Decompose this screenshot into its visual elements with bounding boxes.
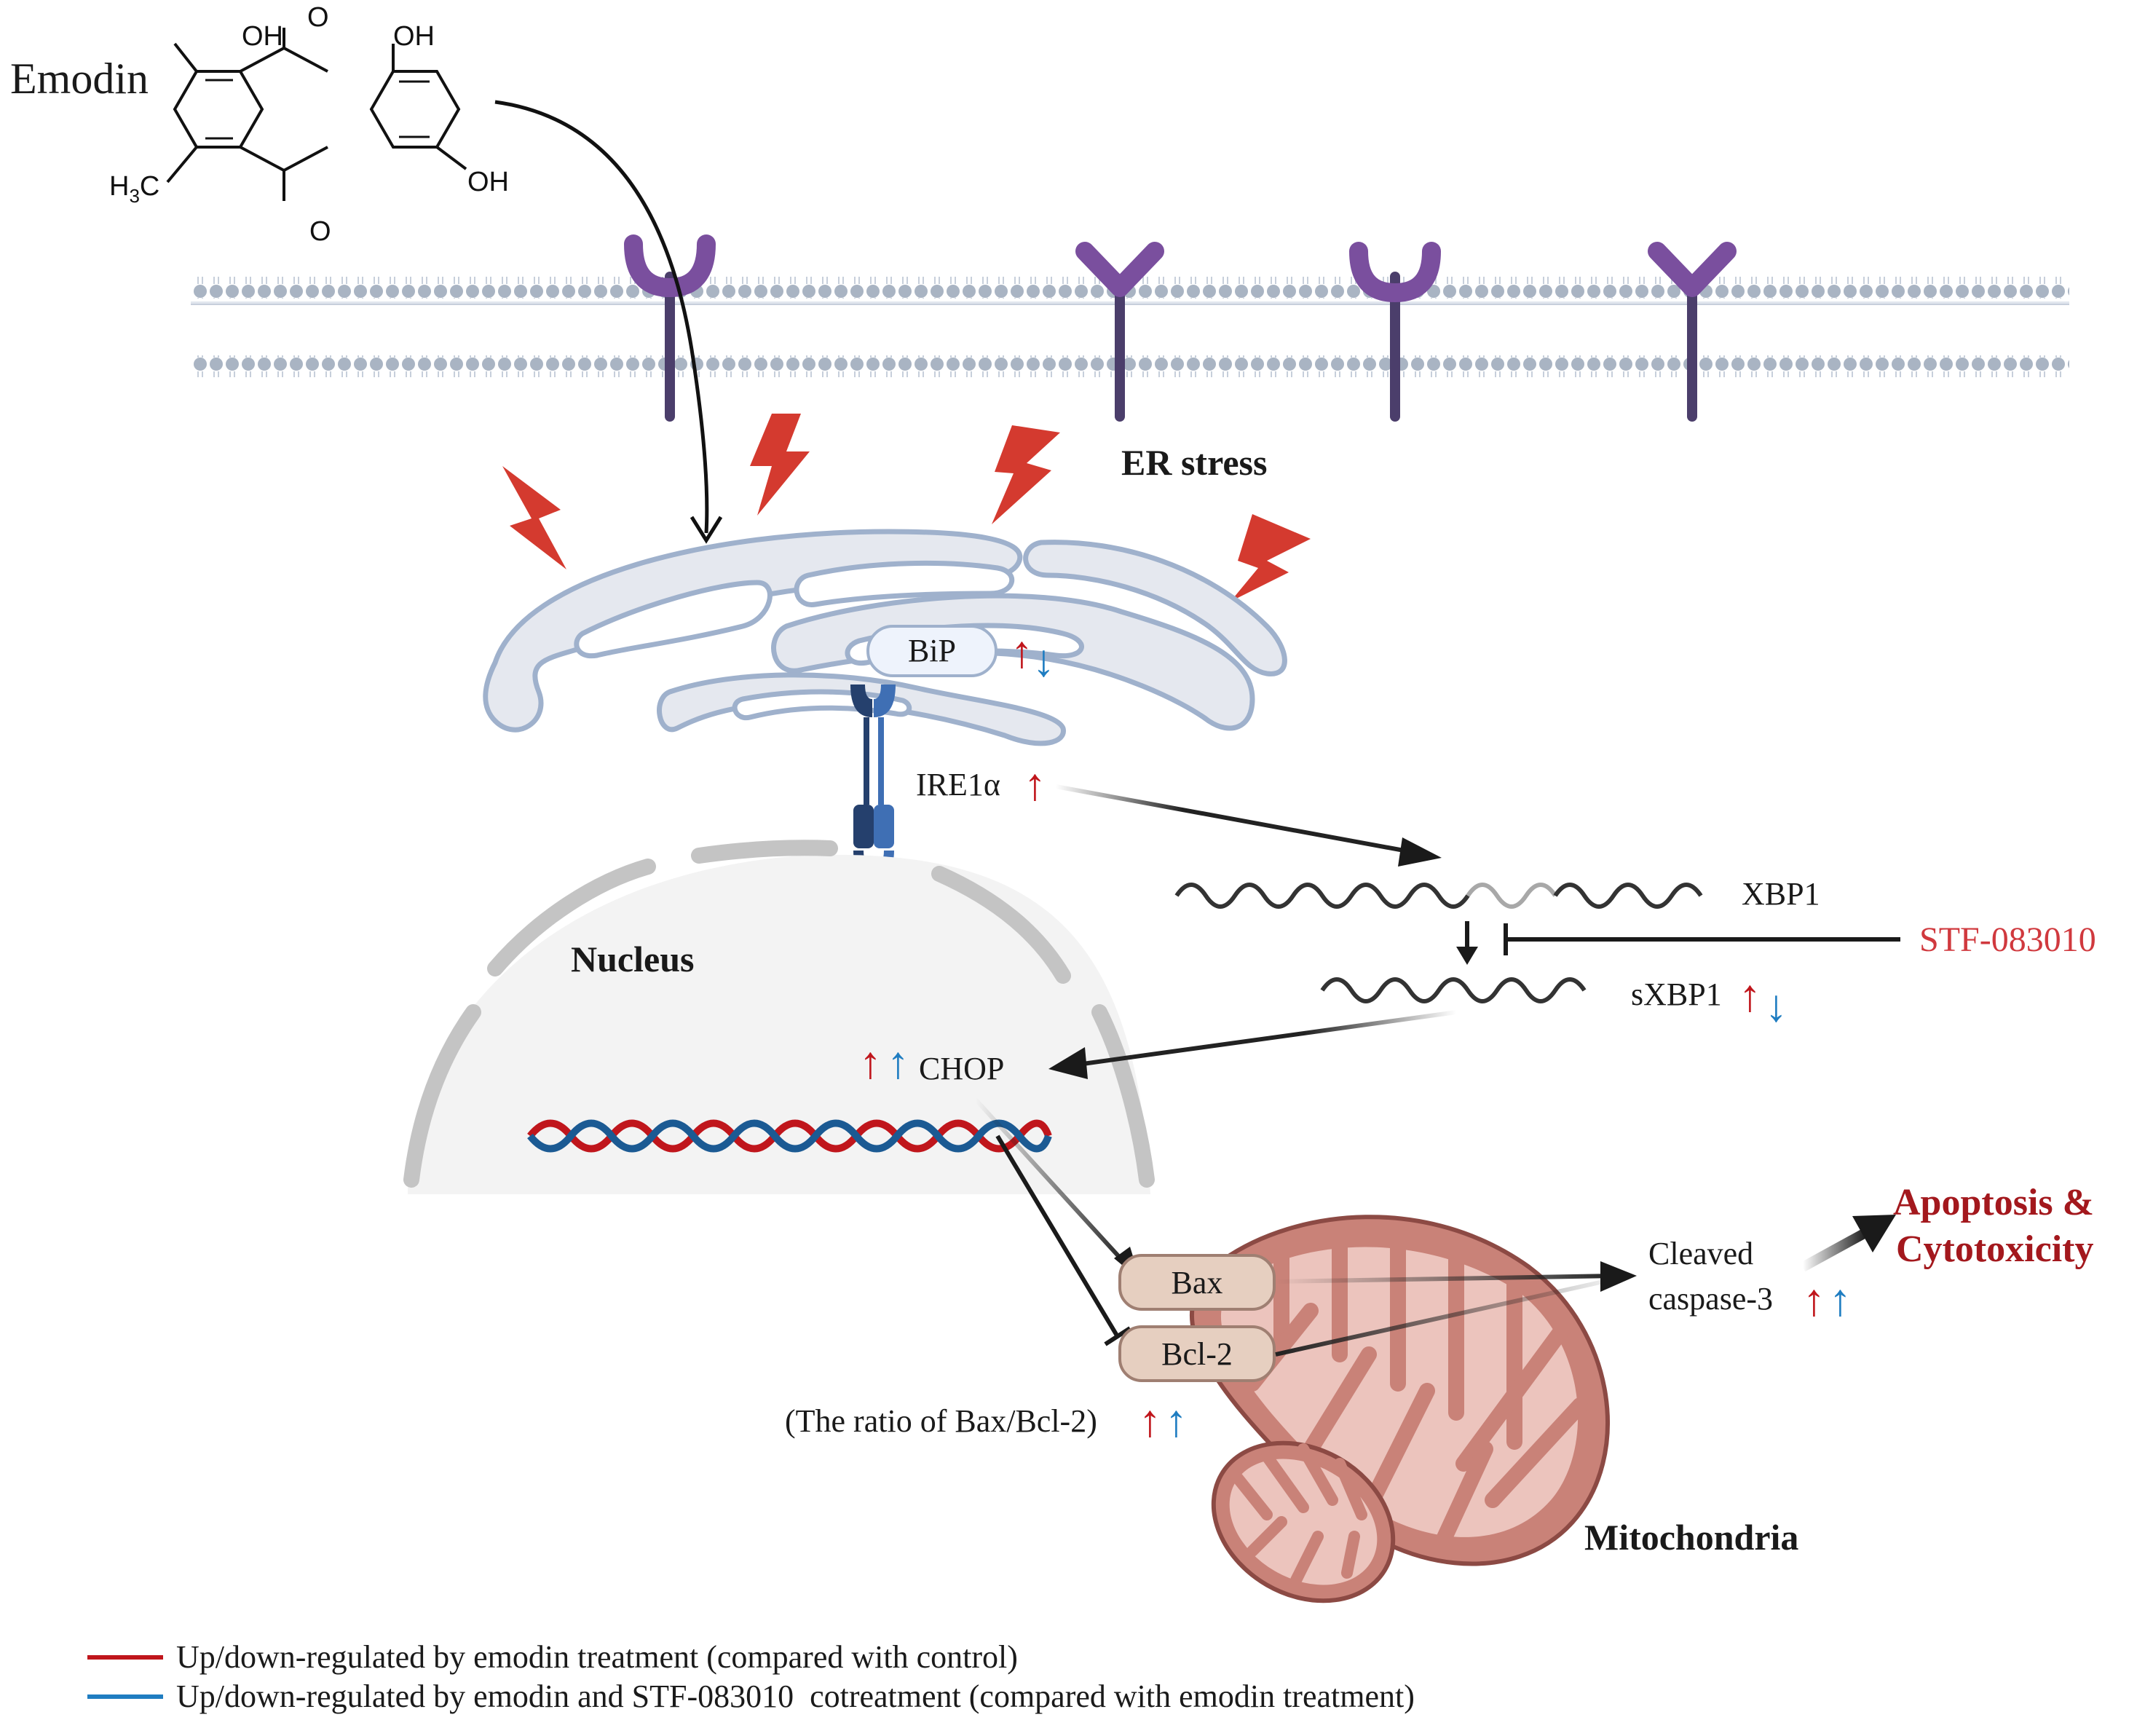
chop-label: CHOP	[919, 1051, 1004, 1086]
atom-ketone-bottom: O	[309, 216, 331, 247]
sxbp1-to-chop-arrow	[1077, 1010, 1457, 1067]
chop-up-arrow-red: ↑	[859, 1038, 882, 1088]
sxbp1-to-chop-arrowhead	[1048, 1047, 1088, 1079]
legend: Up/down-regulated by emodin treatment (c…	[87, 1639, 1415, 1714]
xbp1-intron	[1466, 883, 1557, 909]
bip-label: BiP	[908, 633, 956, 668]
bax-label: Bax	[1172, 1265, 1223, 1301]
ire1a-to-xbp1-arrow	[1055, 784, 1421, 856]
legend-red-text: Up/down-regulated by emodin treatment (c…	[176, 1639, 1018, 1675]
caspase-to-apoptosis-arrowhead	[1852, 1215, 1896, 1252]
lightning-icon	[750, 414, 810, 516]
bax-protein	[1118, 1254, 1276, 1311]
chop-to-bcl2-bar	[1104, 1326, 1131, 1346]
ire1a-up-arrow: ↑	[1024, 760, 1046, 810]
outcome-label-line1: Apoptosis &	[1893, 1182, 2094, 1223]
caspase-up-arrow-red: ↑	[1803, 1276, 1825, 1325]
ratio-up-arrow-red: ↑	[1139, 1397, 1161, 1446]
xbp1-mrna-left	[1174, 883, 1470, 909]
chop-to-bcl2-inhibition	[995, 1135, 1119, 1337]
legend-blue-text: Up/down-regulated by emodin and STF-0830…	[176, 1678, 1415, 1714]
ire1a-to-xbp1-arrowhead	[1398, 837, 1442, 867]
ire1a-label: IRE1α	[916, 767, 1000, 802]
bip-down-arrow: ↓	[1032, 636, 1055, 686]
xbp1-mrna-right	[1553, 883, 1703, 909]
receptor-3	[1349, 242, 1441, 422]
atom-oh-top-right: OH	[393, 21, 435, 52]
sxbp1-label: sXBP1	[1631, 976, 1722, 1012]
stf-083010-label: STF-083010	[1919, 920, 2096, 959]
sxbp1-mrna	[1320, 977, 1587, 1003]
xbp1-label: XBP1	[1742, 876, 1820, 912]
lightning-icons	[502, 414, 1311, 601]
sxbp1-up-arrow: ↑	[1739, 971, 1761, 1021]
methyl-group: H3C	[109, 171, 159, 207]
caspase-arrowhead	[1600, 1261, 1637, 1292]
bip-up-arrow: ↑	[1011, 628, 1033, 677]
bcl2-protein	[1118, 1325, 1276, 1382]
mitochondrion-small	[1211, 1440, 1396, 1603]
bcl2-label: Bcl-2	[1161, 1336, 1233, 1372]
lightning-icon	[1230, 514, 1311, 601]
bax-to-caspase-arrow	[1275, 1274, 1617, 1284]
chop-to-bax-arrow	[973, 1097, 1129, 1268]
bip-protein	[866, 625, 998, 677]
emodin-structure	[166, 28, 467, 201]
caspase-label-line2: caspase-3	[1648, 1281, 1773, 1317]
chop-up-arrow-blue: ↑	[887, 1038, 909, 1088]
bcl2-to-caspase-arrow	[1275, 1277, 1617, 1357]
ratio-up-arrow-blue: ↑	[1165, 1397, 1188, 1446]
mitochondria-label: Mitochondria	[1584, 1517, 1798, 1558]
splice-arrowhead	[1456, 947, 1478, 965]
emodin-entry-arrowhead	[690, 516, 723, 544]
caspase-to-apoptosis-arrow	[1800, 1228, 1867, 1272]
emodin-entry-arrow	[494, 100, 709, 534]
outcome-label-line2: Cytotoxicity	[1896, 1228, 2093, 1270]
dna-helix	[527, 1119, 1052, 1153]
caspase-label-line1: Cleaved	[1648, 1236, 1753, 1271]
nucleus	[403, 840, 1155, 1194]
receptor-4	[1648, 242, 1737, 422]
er-stress-label: ER stress	[1121, 442, 1267, 483]
receptor-1	[624, 234, 716, 422]
lightning-icon	[502, 466, 566, 569]
atom-oh-top-left: OH	[242, 21, 283, 52]
cell-membrane	[191, 277, 2069, 377]
atom-oh-right: OH	[467, 167, 509, 197]
sxbp1-down-arrow: ↓	[1765, 982, 1788, 1031]
atom-o-upper: O	[307, 2, 329, 33]
nucleus-label: Nucleus	[571, 939, 694, 979]
bax-bcl2-ratio-label: (The ratio of Bax/Bcl-2)	[785, 1403, 1097, 1439]
receptor-2	[1075, 242, 1164, 422]
caspase-up-arrow-blue: ↑	[1829, 1276, 1852, 1325]
compound-name: Emodin	[10, 55, 149, 103]
lightning-icon	[992, 425, 1060, 524]
